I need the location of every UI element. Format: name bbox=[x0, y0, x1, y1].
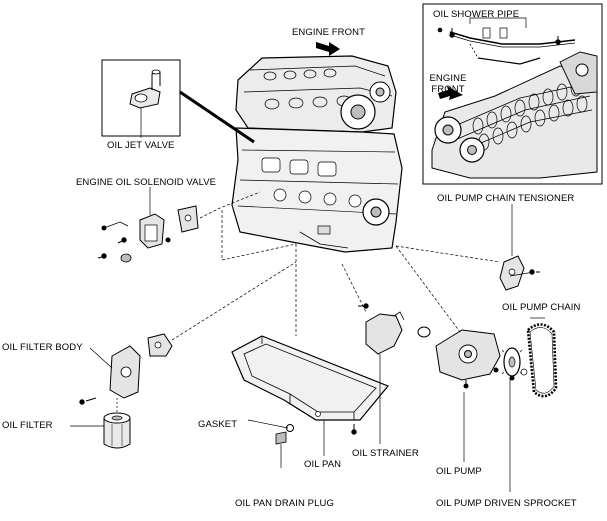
label-oil-pan: OIL PAN bbox=[304, 459, 342, 470]
label-engine-front-inset-line2: FRONT bbox=[431, 84, 465, 95]
bolt-icon bbox=[165, 237, 171, 243]
oil-pump-chain bbox=[526, 323, 558, 398]
chain-tensioner-group bbox=[499, 204, 540, 291]
solenoid-valve-group bbox=[97, 187, 297, 263]
bolt-icon bbox=[493, 367, 499, 373]
bolt-icon bbox=[463, 380, 469, 389]
direction-arrow-icon bbox=[316, 42, 340, 56]
oil-pump-group bbox=[395, 245, 515, 462]
label-engine-front-inset: ENGINE FRONT bbox=[428, 73, 468, 95]
label-oil-pump: OIL PUMP bbox=[436, 466, 482, 477]
bolt-icon bbox=[97, 253, 107, 259]
bolt-icon bbox=[117, 237, 127, 244]
label-oil-pump-chain-tensioner: OIL PUMP CHAIN TENSIONER bbox=[437, 193, 575, 204]
label-engine-front: ENGINE FRONT bbox=[292, 27, 365, 38]
oil-strainer-group bbox=[341, 263, 431, 444]
bolt-icon bbox=[437, 27, 443, 33]
oil-pan-group bbox=[231, 244, 389, 468]
label-oil-pump-chain: OIL PUMP CHAIN bbox=[502, 302, 581, 313]
inset-panel bbox=[422, 3, 603, 185]
label-oil-shower-pipe: OIL SHOWER PIPE bbox=[433, 9, 520, 20]
label-oil-pump-driven-sprocket: OIL PUMP DRIVEN SPROCKET bbox=[436, 498, 577, 509]
bolt-icon bbox=[79, 397, 97, 405]
label-oil-strainer: OIL STRAINER bbox=[352, 448, 419, 459]
label-oil-pan-drain-plug: OIL PAN DRAIN PLUG bbox=[235, 498, 334, 509]
label-engine-oil-solenoid-valve: ENGINE OIL SOLENOID VALVE bbox=[76, 177, 217, 188]
driven-sprocket-group bbox=[501, 347, 528, 492]
label-oil-jet-valve: OIL JET VALVE bbox=[107, 140, 175, 151]
engine-assembly bbox=[231, 55, 403, 253]
bolt-icon bbox=[555, 36, 561, 45]
leader-lines bbox=[70, 271, 545, 456]
direction-arrow-icon bbox=[438, 86, 463, 100]
oil-filter-group bbox=[79, 261, 297, 449]
oil-jet-valve-callout bbox=[101, 59, 255, 144]
bolt-icon bbox=[449, 28, 455, 38]
bolt-icon bbox=[351, 424, 357, 435]
bolt-icon bbox=[529, 269, 540, 275]
label-engine-front-inset-line1: ENGINE bbox=[429, 73, 467, 84]
label-gasket: GASKET bbox=[198, 419, 238, 430]
label-oil-filter: OIL FILTER bbox=[2, 420, 53, 431]
label-oil-filter-body: OIL FILTER BODY bbox=[2, 342, 83, 353]
